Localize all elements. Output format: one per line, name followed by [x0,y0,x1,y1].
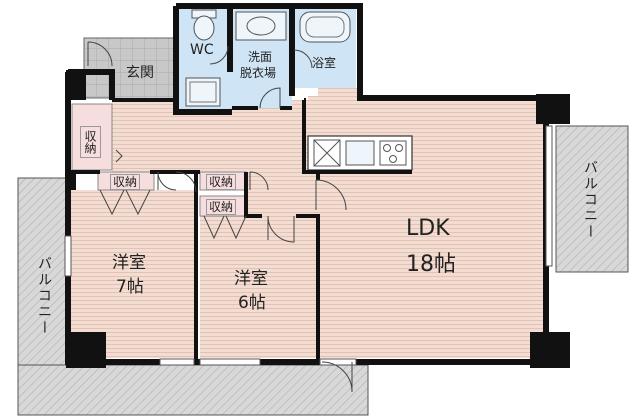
room-label-western1-size: 7帖 [116,277,144,297]
western1-floor [68,190,196,358]
washer-pan [185,77,221,107]
storage-label-entrance-closet: 収納 [80,126,101,158]
room-label-wc: WC [190,42,214,58]
room-label-washroom-line1: 洗面 [248,50,273,64]
room-label-ldk-size: 18帖 [406,252,456,277]
room-label-balcony-left: バルコニー [36,256,52,336]
doors [87,41,353,393]
column-top-left [66,70,86,100]
stove-icon [379,140,407,166]
column-bottom-right [530,332,570,368]
room-label-ldk: LDK [406,216,450,241]
room-label-washroom-line2: 脱衣場 [240,66,277,80]
toilet-bowl [193,15,215,41]
balcony-right-area [555,125,629,273]
windows [64,125,553,366]
room-label-western2: 洋室 [234,269,268,289]
room-label-balcony-right: バルコニー [582,160,598,240]
storage-label-hall-closet-upper: 収納 [206,174,237,190]
column-bottom-left [66,332,106,368]
kitchen-appliance [313,139,341,167]
ldk-top-floor [318,88,358,108]
balcony-bottom-area [17,364,369,416]
room-label-bath: 浴室 [312,56,337,70]
bathtub [299,11,351,43]
storage-label-room1-closet: 収納 [110,174,141,190]
room-label-western1: 洋室 [112,253,146,273]
hall-lower-floor [246,160,318,216]
kitchen-sink [345,140,375,166]
western2-floor [200,216,318,358]
column-left-mid [66,174,76,190]
room-label-entrance: 玄関 [126,65,154,81]
storage-label-hall-closet-lower: 収納 [206,199,237,215]
washbasin [235,11,287,41]
entrance-floor [114,58,176,98]
column-right-top [536,94,570,124]
room-label-western2-size: 6帖 [238,293,266,313]
